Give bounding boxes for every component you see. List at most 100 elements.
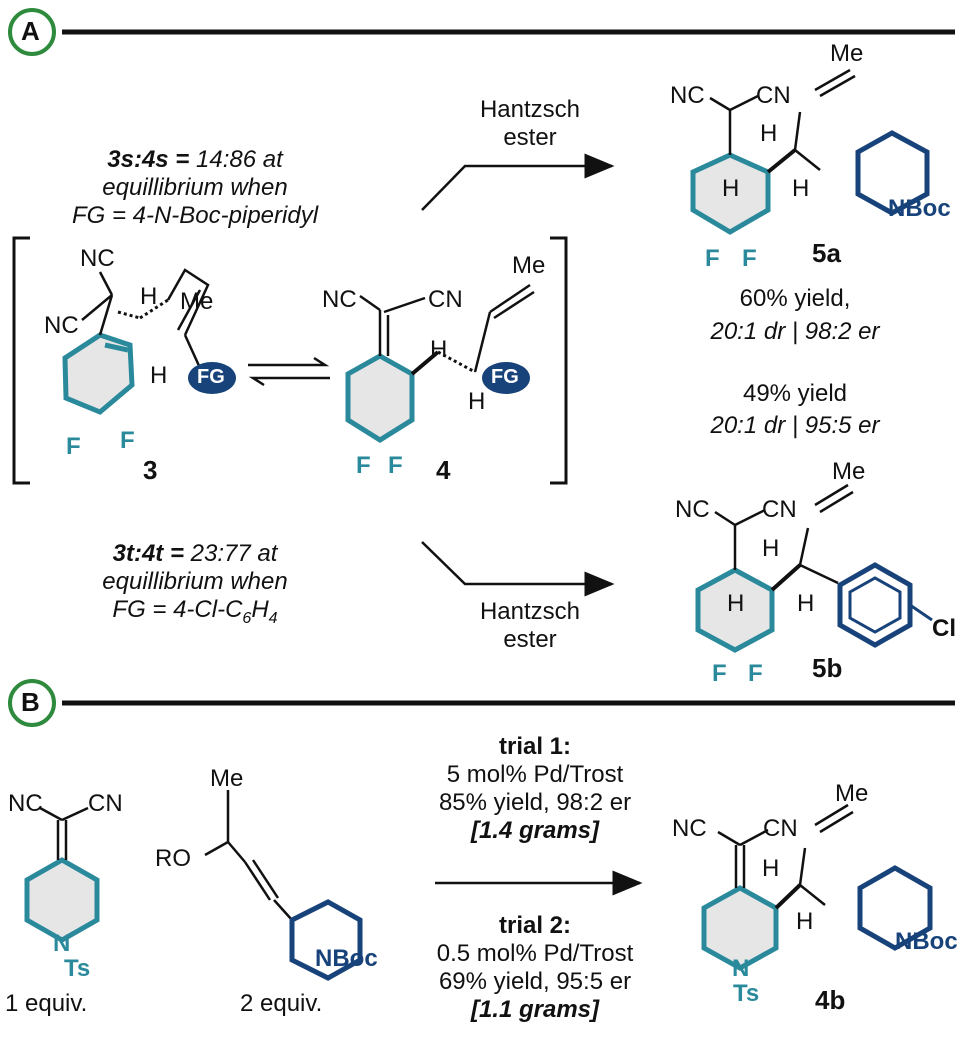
sm1-n: N: [53, 930, 71, 957]
cmp5b-h1: H: [762, 535, 780, 562]
eq1-rest: 14:86 at: [189, 146, 283, 173]
sm1-nc: NC: [8, 790, 43, 817]
trial-2-catalyst: 0.5 mol% Pd/Trost: [436, 940, 634, 967]
sm1-equiv: 1 equiv.: [5, 990, 88, 1017]
panel-b-badge-text: B: [21, 687, 40, 717]
cmp5b-f2: F: [748, 660, 763, 687]
prod-cn: CN: [763, 815, 798, 842]
cmp3-nc-left: NC: [44, 312, 79, 339]
cmp4-nc: NC: [322, 286, 357, 313]
prod-ts: Ts: [733, 980, 760, 1007]
trial-2-result: 69% yield, 95:5 er: [438, 968, 632, 995]
cmp5b-f1: F: [712, 660, 727, 687]
trial-1-scale: [1.4 grams]: [470, 817, 600, 844]
eq1-prefix: 3s:4s =: [107, 146, 190, 173]
bottom-arrow-label: Hantzsch ester: [470, 598, 590, 654]
cmp5a-selectivity: 20:1 dr | 98:2 er: [710, 318, 880, 345]
eq2-prefix: 3t:4t =: [112, 540, 184, 567]
equilibrium-note-1: 3s:4s = 14:86 at equillibrium when FG = …: [45, 146, 345, 230]
panel-a-header: [8, 8, 955, 56]
eq1-line2: equillibrium when: [102, 174, 288, 201]
trial-1-result: 85% yield, 98:2 er: [438, 789, 632, 816]
prod-n: N: [732, 955, 750, 982]
compound-4-structure: [345, 283, 535, 443]
top-arrow-label: Hantzsch ester: [470, 96, 590, 152]
top-arrow-label-line1: Hantzsch: [479, 96, 581, 123]
trial-1-title: trial 1:: [498, 733, 572, 760]
bottom-arrow-label-line2: ester: [503, 626, 557, 653]
sm2-structure: [204, 790, 363, 981]
cmp3-fg: FG: [197, 366, 225, 388]
prod-h1: H: [762, 855, 780, 882]
sm1-cn: CN: [88, 790, 123, 817]
equilibrium-arrows: [248, 356, 330, 387]
trial-2-block: trial 2: 0.5 mol% Pd/Trost 69% yield, 95…: [415, 912, 655, 1024]
cmp5a-yield: 60% yield,: [739, 285, 851, 312]
cmp3-me: Me: [180, 288, 214, 315]
arrow-to-5b: [421, 541, 615, 597]
cmp5b-yield: 49% yield: [742, 380, 848, 407]
cmp5a-h2: H: [722, 175, 740, 202]
cmp4-label: 4: [436, 455, 451, 485]
cmp4-f2: F: [388, 452, 403, 479]
sm1-ts: Ts: [64, 955, 91, 982]
prod-nboc: NBoc: [895, 928, 958, 955]
equilibrium-note-2: 3t:4t = 23:77 at equillibrium when FG = …: [45, 540, 345, 633]
eq2-line2: equillibrium when: [102, 568, 288, 595]
prod-me: Me: [835, 780, 869, 807]
trial-1-block: trial 1: 5 mol% Pd/Trost 85% yield, 98:2…: [415, 733, 655, 845]
cmp5b-h3: H: [797, 590, 815, 617]
cmp3-f2: F: [120, 427, 135, 454]
trial-2-scale: [1.1 grams]: [470, 996, 600, 1023]
panel-b-header: [8, 679, 955, 727]
cmp5a-f1: F: [705, 245, 720, 272]
eq1-line3: FG = 4-N-Boc-piperidyl: [71, 202, 319, 229]
prod-label: 4b: [815, 985, 846, 1015]
sm2-ro: RO: [155, 845, 191, 872]
compound-3-structure: [62, 268, 236, 415]
cmp3-label: 3: [143, 455, 158, 485]
cmp5b-label: 5b: [812, 653, 843, 683]
cmp4-cn: CN: [428, 286, 463, 313]
eq2-line3: FG = 4-Cl-C6H4: [112, 596, 278, 627]
arrow-to-5a: [421, 153, 615, 211]
cmp5b-h2: H: [727, 590, 745, 617]
sm2-equiv: 2 equiv.: [240, 990, 323, 1017]
cmp5a-nboc: NBoc: [888, 195, 951, 222]
cmp5b-cn: CN: [762, 496, 797, 523]
cmp4-h2: H: [468, 388, 486, 415]
sm2-nboc: NBoc: [315, 945, 378, 972]
cmp5a-h1: H: [760, 120, 778, 147]
cmp5b-me: Me: [832, 458, 866, 485]
cmp3-nc-top: NC: [80, 245, 115, 272]
cmp5b-selectivity: 20:1 dr | 95:5 er: [710, 412, 880, 439]
cmp5a-me: Me: [830, 40, 864, 67]
cmp4-h1: H: [430, 336, 448, 363]
trial-1-catalyst: 5 mol% Pd/Trost: [446, 761, 624, 788]
eq2-rest: 23:77 at: [183, 540, 278, 567]
cmp5a-cn: CN: [756, 82, 791, 109]
cmp4-me: Me: [512, 252, 546, 279]
right-bracket: [550, 236, 568, 485]
sm1-structure: [24, 806, 100, 943]
prod-nc: NC: [672, 815, 707, 842]
cmp3-f1: F: [66, 433, 81, 460]
cmp5b-nc: NC: [675, 496, 710, 523]
bottom-arrow-label-line1: Hantzsch: [479, 598, 581, 625]
prod-h2: H: [796, 908, 814, 935]
compound-5b-structure: [695, 483, 933, 653]
cmp5a-label: 5a: [812, 238, 841, 268]
cmp5b-cl: Cl: [932, 615, 956, 642]
compound-5a-structure: [690, 68, 930, 235]
cmp5a-h3: H: [792, 175, 810, 202]
left-bracket: [12, 236, 30, 485]
cmp3-h-top: H: [140, 283, 158, 310]
cmp5a-f2: F: [742, 245, 757, 272]
top-arrow-label-line2: ester: [503, 124, 557, 151]
cmp5a-nc: NC: [670, 82, 705, 109]
panel-b-badge: [8, 679, 56, 727]
panel-a-badge-text: A: [21, 16, 40, 46]
trial-2-title: trial 2:: [498, 912, 572, 939]
product-4b-structure: [701, 803, 933, 971]
